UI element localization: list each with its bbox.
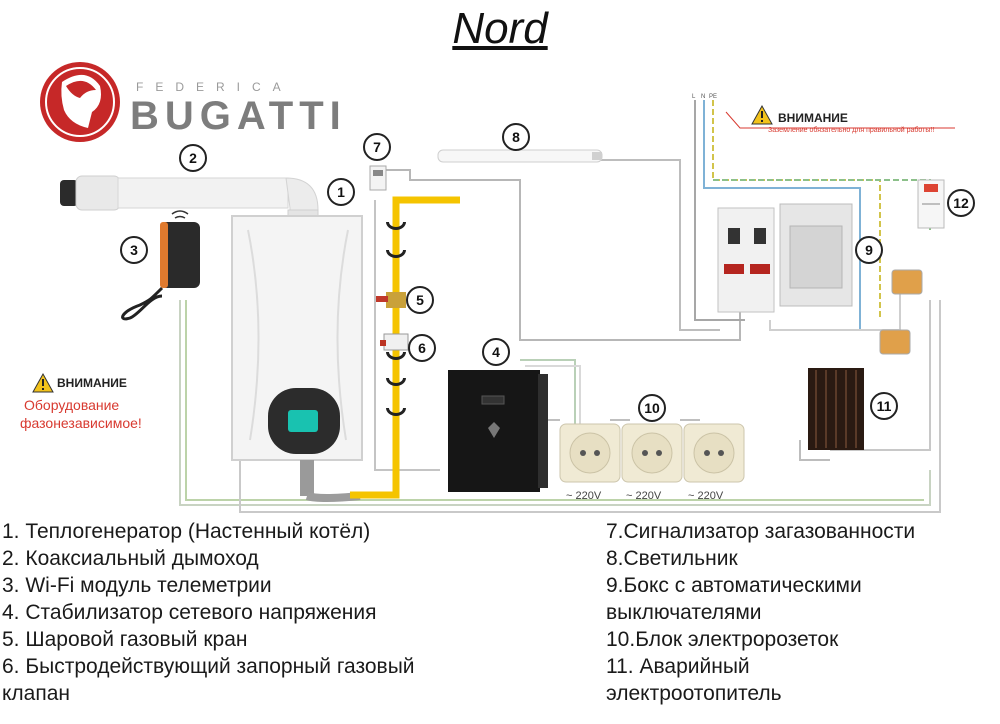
brand-subtitle: FEDERICA (136, 80, 293, 94)
legend-item: выключателями (606, 601, 762, 624)
legend-item: 11. Аварийный (606, 655, 750, 678)
voltage-label-3: ~ 220V (688, 490, 724, 502)
callout-9: 9 (865, 242, 873, 258)
wire-labels: L N PE (692, 94, 717, 100)
legend-left: 1. Теплогенератор (Настенный котёл) 2. К… (2, 518, 415, 707)
voltage-label-2: ~ 220V (626, 490, 662, 502)
callouts (120, 123, 975, 422)
callout-12: 12 (953, 195, 969, 211)
emergency-heater (808, 368, 864, 450)
voltage-label-1: ~ 220V (566, 490, 602, 502)
warning-left-line1: Оборудование (24, 397, 120, 413)
wire-label-N: N (701, 94, 705, 100)
room-thermostat (917, 179, 945, 229)
callout-5: 5 (416, 292, 424, 308)
page-title: Nord (452, 4, 548, 53)
terminal-connector-1 (891, 269, 923, 295)
callout-10: 10 (644, 400, 660, 416)
ceiling-lamp (437, 149, 603, 163)
pipe-clamps (386, 222, 406, 416)
brand-name: BUGATTI (130, 94, 347, 138)
legend-item: 4. Стабилизатор сетевого напряжения (2, 601, 377, 624)
legend-item: 6. Быстродействующий запорный газовый (2, 655, 415, 678)
callout-numbers: 1 2 3 4 5 6 7 8 9 10 11 12 (130, 129, 969, 416)
wire-heater (799, 440, 830, 461)
callout-6: 6 (418, 340, 426, 356)
coaxial-flue (60, 175, 319, 223)
legend-item: 1. Теплогенератор (Настенный котёл) (2, 520, 371, 543)
callout-7: 7 (373, 139, 381, 155)
wire-boiler-power (374, 200, 440, 471)
legend-item: 9.Бокс с автоматическими (606, 574, 862, 597)
legend-item: 5. Шаровой газовый кран (2, 628, 248, 651)
legend-item: 10.Блок электророзеток (606, 628, 839, 651)
wire-box (769, 270, 901, 331)
outlet-block (559, 423, 745, 483)
legend-item: 2. Коаксиальный дымоход (2, 547, 259, 570)
wire-bus-bottom (179, 300, 931, 506)
breaker-box (717, 203, 923, 355)
warning-icon-left (32, 372, 54, 393)
terminal-connector-2 (879, 329, 911, 355)
wifi-module (121, 210, 200, 321)
wire-bus-bottom-2 (185, 300, 924, 501)
callout-8: 8 (512, 129, 520, 145)
stabilizer-logo-icon (488, 422, 500, 438)
voltage-stabilizer (448, 370, 548, 492)
callout-11: 11 (877, 398, 892, 414)
wire-L (694, 100, 745, 321)
gas-shutoff-valve (380, 333, 409, 351)
gas-detector (369, 165, 387, 191)
brand-logo (40, 62, 120, 142)
legend-item: 7.Сигнализатор загазованности (606, 520, 916, 543)
warning-left-line2: фазонезависимое! (20, 415, 142, 431)
wifi-module-cable (121, 286, 164, 321)
ball-valve (376, 292, 406, 308)
legend-item: 3. Wi-Fi модуль телеметрии (2, 574, 272, 597)
circuit-breaker (717, 207, 775, 313)
wire-sensor (385, 169, 741, 341)
callout-2: 2 (189, 150, 197, 166)
warning-icon-right (725, 104, 955, 129)
callout-1: 1 (337, 184, 345, 200)
boiler-screen (288, 410, 318, 432)
warning-right-title: ВНИМАНИЕ (778, 111, 848, 125)
wire-label-PE: PE (709, 94, 717, 100)
legend-item: 8.Светильник (606, 547, 738, 570)
callout-3: 3 (130, 242, 138, 258)
legend-right: 7.Сигнализатор загазованности 8.Светильн… (606, 518, 915, 707)
wire-label-L: L (692, 94, 696, 100)
warning-left-title: ВНИМАНИЕ (57, 376, 127, 390)
wifi-icon (171, 210, 189, 219)
warning-right-text: Заземление обязательно для правильной ра… (768, 127, 935, 134)
wire-bus-bottom-3 (239, 300, 941, 513)
legend-item: клапан (2, 682, 71, 705)
wall-boiler (231, 215, 363, 502)
boiler-flex-hose (300, 460, 314, 496)
legend-item: электроотопитель (606, 682, 782, 705)
callout-4: 4 (492, 344, 500, 360)
wire-lamp (600, 159, 720, 331)
